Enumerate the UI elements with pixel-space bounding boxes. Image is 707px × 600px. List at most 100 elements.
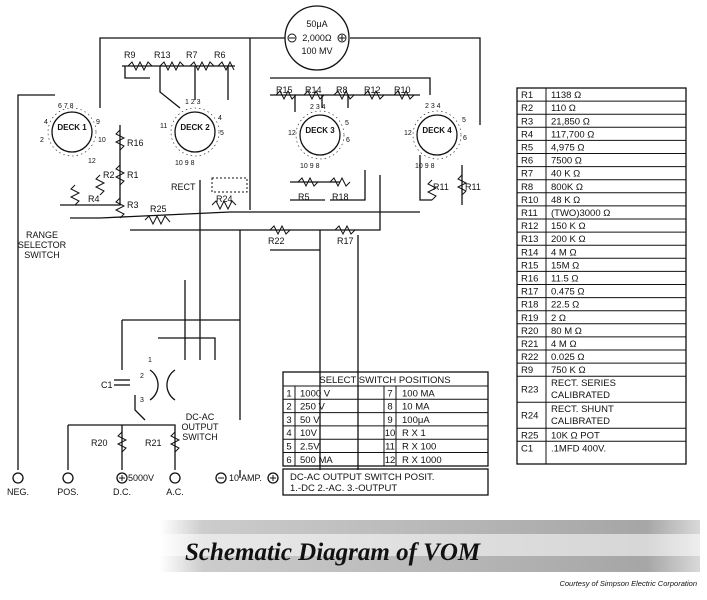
svg-text:2: 2 [140,373,144,380]
part-id: R24 [521,411,538,422]
diagram-title: Schematic Diagram of VOM [185,539,481,566]
output-switch: 1 2 3 DC-AC OUTPUT SWITCH [140,357,219,442]
svg-text:6 7 8: 6 7 8 [58,103,74,110]
select-cell: 1000 V [300,388,331,399]
part-id: R12 [521,221,538,232]
label-r11-a: R11 [433,182,449,192]
select-cell: 100μA [402,415,430,426]
part-value: 4 M Ω [551,247,577,258]
output-box-line1: DC-AC OUTPUT SWITCH POSIT. [290,472,434,483]
select-cell: 250 V [300,402,325,413]
part-value: 80 M Ω [551,326,582,337]
part-id: R19 [521,313,538,324]
label-r1: R1 [127,170,139,180]
svg-text:1: 1 [148,357,152,364]
label-r5: R5 [298,192,310,202]
part-id: R13 [521,234,538,245]
part-id: R9 [521,365,533,376]
label-c1: C1 [101,380,113,390]
svg-text:2 3 4: 2 3 4 [425,103,441,110]
label-r18: R18 [332,192,349,202]
label-r9: R9 [124,50,136,60]
terminal-pos [62,472,74,484]
terminal-10amp-neg [215,472,227,484]
resistors [69,60,468,453]
svg-text:DC-AC: DC-AC [186,412,215,422]
output-switch-positions-box: DC-AC OUTPUT SWITCH POSIT. 1.-DC 2.-AC. … [282,468,489,496]
deck-2: DECK 2 1 2 3 4 5 11 10 9 8 [160,99,224,167]
part-value: 150 K Ω [551,221,586,232]
deck-1-label: DECK 1 [57,123,87,132]
select-cell: 8 [387,402,392,413]
select-cell: 10V [300,428,318,439]
part-value: 48 K Ω [551,195,580,206]
svg-text:6: 6 [463,135,467,142]
select-cell: 5 [286,442,291,453]
label-r17: R17 [337,236,354,246]
svg-text:1 2 3: 1 2 3 [185,99,201,106]
select-cell: R X 1000 [402,455,442,466]
part-value: 117,700 Ω [551,129,594,140]
select-cell: 10 [385,428,396,439]
label-r24: R24 [216,194,233,204]
terminal-ac [169,472,181,484]
svg-text:SWITCH: SWITCH [24,250,60,260]
svg-text:RANGE: RANGE [26,230,58,240]
part-value: (TWO)3000 Ω [551,208,610,219]
select-cell: 3 [286,415,291,426]
select-cell: 11 [385,442,395,453]
svg-text:2 3 4: 2 3 4 [310,104,326,111]
terminals: NEG. POS. 5000V D.C. A.C. 10 AMP. [7,472,279,497]
deck-3: DECK 3 2 3 4 5 6 12 10 9 8 [288,104,350,170]
label-r20: R20 [91,438,108,448]
terminal-10amp-pos [267,472,279,484]
svg-text:12: 12 [88,158,96,165]
part-id: R21 [521,339,538,350]
select-cell: R X 100 [402,442,436,453]
label-r15: R15 [276,85,293,95]
part-value: 4,975 Ω [551,142,585,153]
part-value: 110 Ω [551,103,576,114]
label-r8: R8 [336,85,348,95]
label-r16: R16 [127,138,144,148]
label-r2: R2 [103,170,115,180]
part-value: 800K Ω [551,182,583,193]
deck-3-label: DECK 3 [305,126,335,135]
part-value: 2 Ω [551,313,566,324]
part-value: 1138 Ω [551,90,581,101]
part-value: 40 K Ω [551,169,580,180]
part-value: RECT. SHUNT CALIBRATED [551,404,675,415]
select-cell: 100 MA [402,388,435,399]
part-value-line: RECT. SHUNT [551,404,614,415]
part-value: 7500 Ω [551,156,582,167]
label-r25: R25 [150,204,167,214]
svg-text:5: 5 [220,130,224,137]
meter-line1: 50μA [306,19,327,29]
part-value-line: RECT. SERIES [551,378,616,389]
part-id: R20 [521,326,538,337]
svg-text:10: 10 [98,137,106,144]
label-rect: RECT [171,182,196,192]
label-r14: R14 [305,85,322,95]
svg-text:10 9 8: 10 9 8 [175,160,195,167]
label-r6: R6 [214,50,226,60]
part-id: R11 [521,208,538,219]
svg-text:4: 4 [218,115,222,122]
svg-text:12: 12 [288,130,296,137]
terminal-neg [12,472,24,484]
svg-text:6: 6 [346,137,350,144]
select-cell: 10 MA [402,402,430,413]
range-selector-label: RANGE SELECTOR SWITCH [18,230,67,260]
part-value: RECT. SERIES CALIBRATED [551,378,678,389]
select-cell: 6 [286,455,291,466]
deck-4-label: DECK 4 [422,126,452,135]
part-value: 750 K Ω [551,365,586,376]
label-r3: R3 [127,200,139,210]
part-id: R17 [521,287,538,298]
meter: 50μA 2,000Ω 100 MV [284,5,350,71]
part-value-line: CALIBRATED [551,416,610,427]
part-value: .1MFD 400V. [551,443,606,454]
svg-text:10 9 8: 10 9 8 [300,163,320,170]
label-r11-b: R11 [465,182,481,192]
